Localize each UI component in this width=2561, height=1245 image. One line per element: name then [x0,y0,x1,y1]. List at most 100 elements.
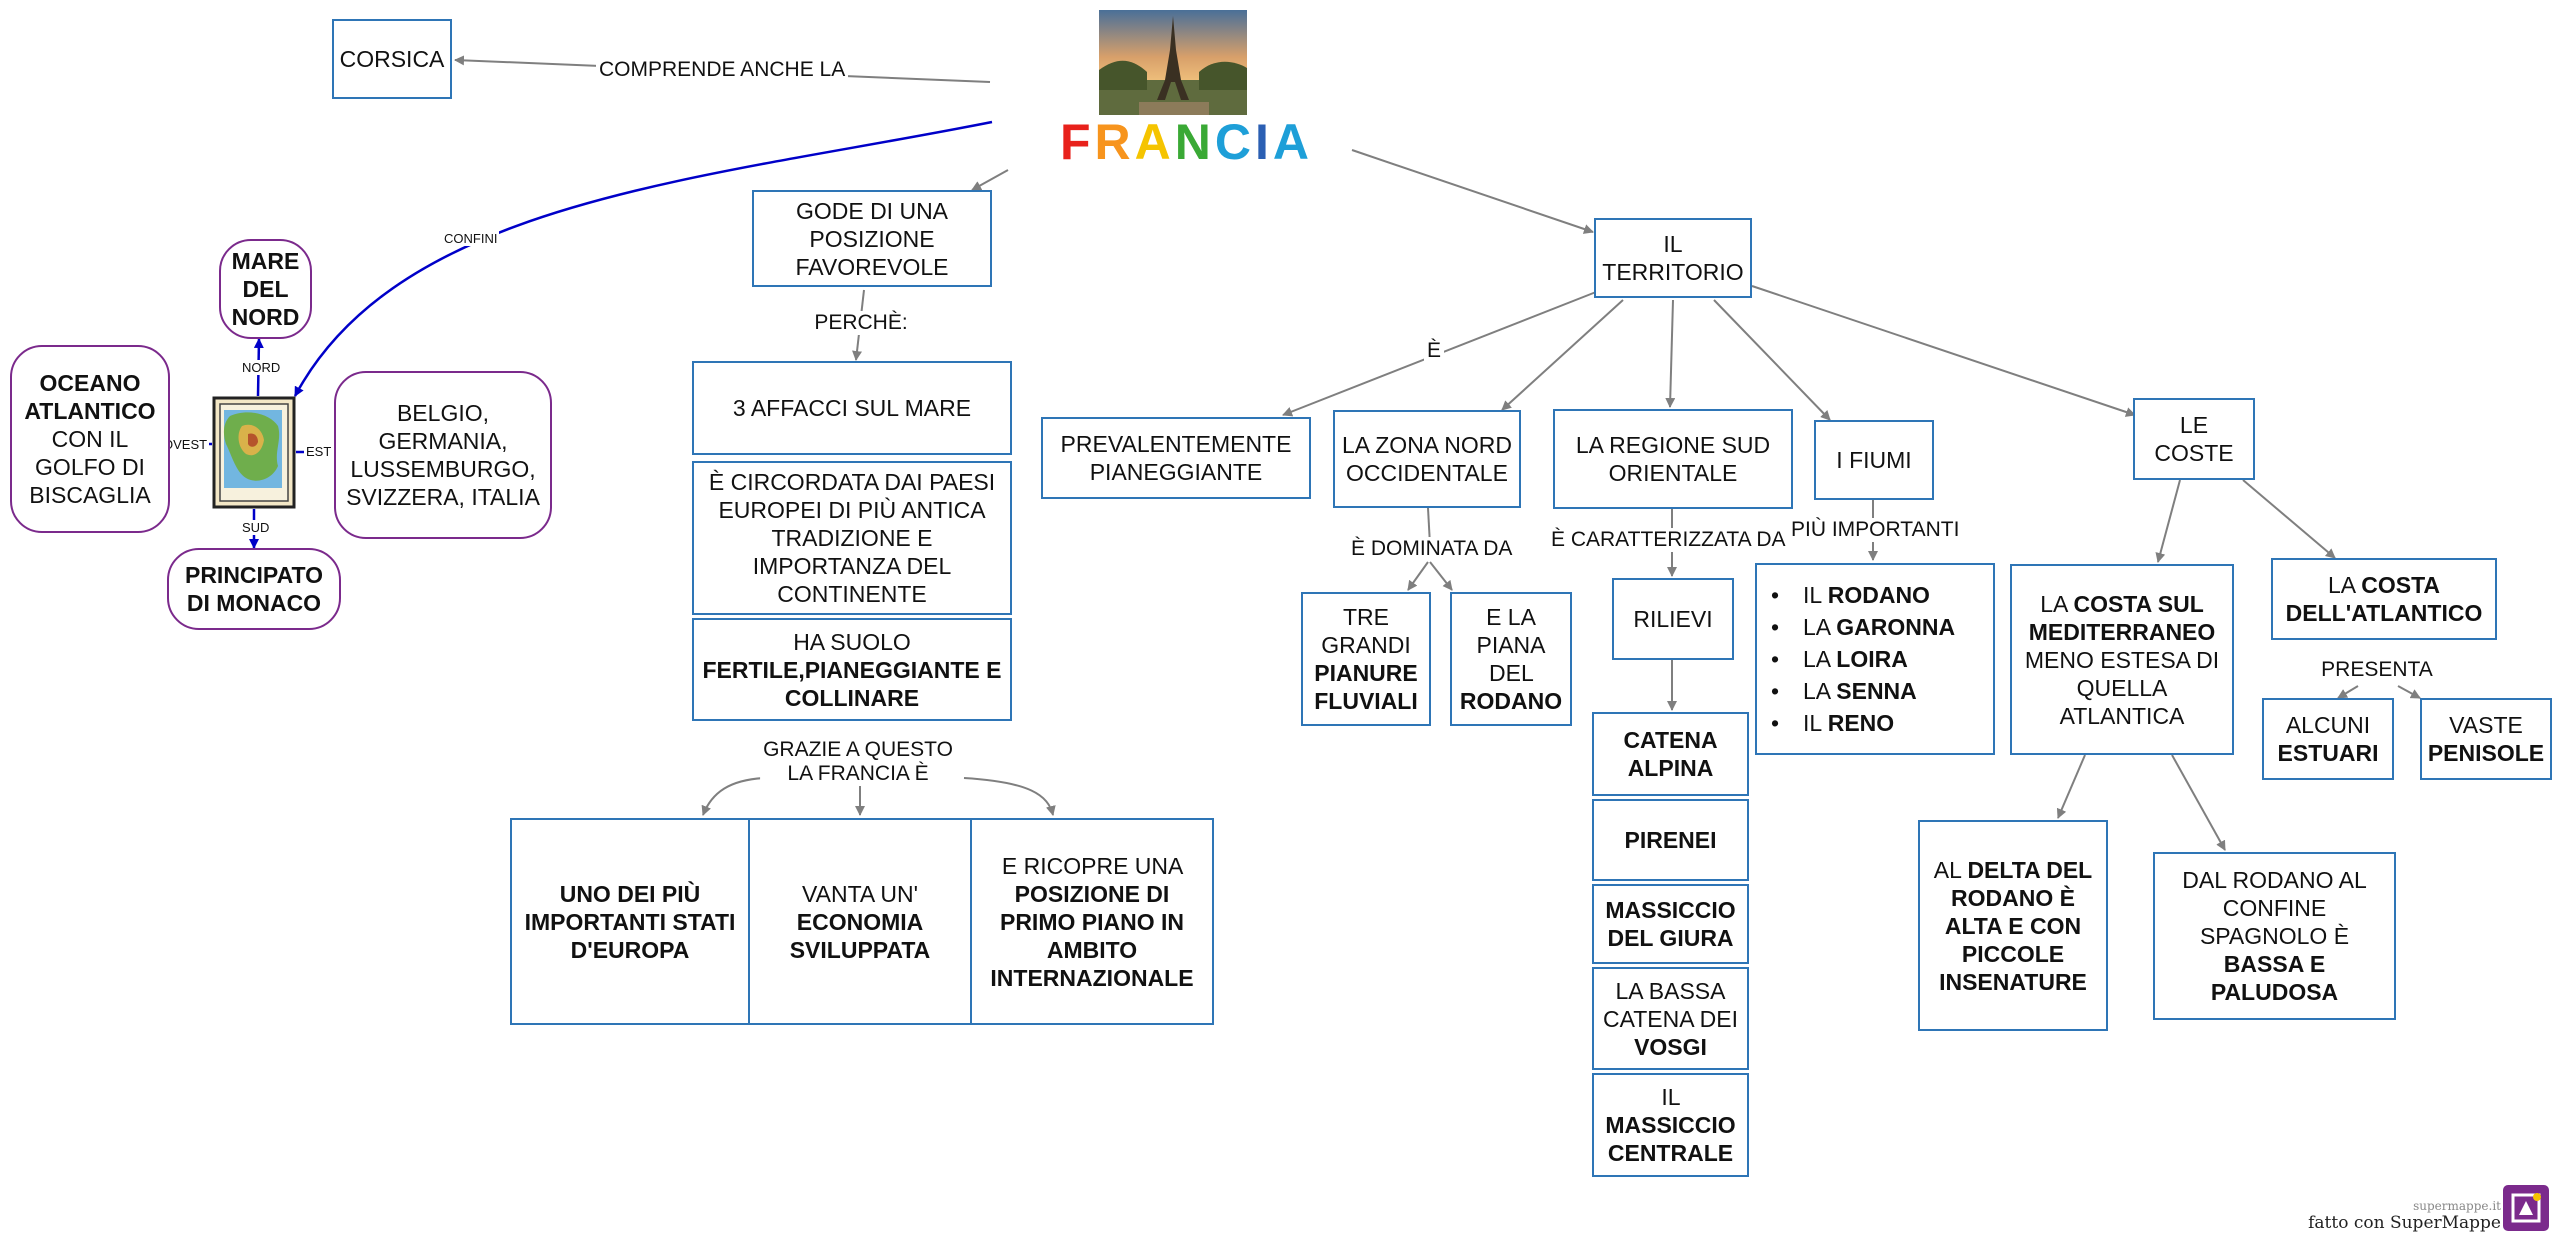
link-label-dominata: È DOMINATA DA [1348,537,1516,561]
node-sud-orientale[interactable]: LA REGIONE SUD ORIENTALE [1553,409,1793,509]
link-atlantico [2242,479,2336,559]
node-costa-atlantico[interactable]: LA COSTA DELL'ATLANTICO [2271,558,2497,640]
footer-site: supermappe.it [2413,1199,2501,1213]
node-penisole[interactable]: VASTE PENISOLE [2420,698,2552,780]
node-circondata[interactable]: È CIRCORDATA DAI PAESI EUROPEI DI PIÙ AN… [692,461,1012,615]
node-giura[interactable]: MASSICCIO DEL GIURA [1592,884,1749,964]
river-item: IL RENO [1763,707,1955,739]
node-pianeggiante[interactable]: PREVALENTEMENTE PIANEGGIANTE [1041,417,1311,499]
node-delta-rodano[interactable]: AL DELTA DEL RODANO È ALTA E CON PICCOLE… [1918,820,2108,1031]
atlantico-label: LA COSTA DELL'ATLANTICO [2285,572,2483,626]
node-corsica[interactable]: CORSICA [332,19,452,99]
node-catena-alpina[interactable]: CATENA ALPINA [1592,712,1749,796]
economia-label: VANTA UN' ECONOMIA SVILUPPATA [789,880,931,963]
nord-occ-label: LA ZONA NORD OCCIDENTALE [1342,432,1512,486]
node-posizione-favorevole[interactable]: GODE DI UNA POSIZIONE FAVOREVOLE [752,190,992,287]
circondata-label: È CIRCORDATA DAI PAESI EUROPEI DI PIÙ AN… [708,469,996,607]
link-penisole [2397,685,2421,699]
compass-sud: SUD [240,520,272,535]
mediterraneo-label: LA COSTA SUL MEDITERRANEO MENO ESTESA DI… [2024,590,2220,729]
footer-made: fatto con SuperMappe [2308,1213,2501,1233]
link-territorio [1351,149,1594,234]
stati-label: UNO DEI PIÙ IMPORTANTI STATI D'EUROPA [524,880,736,963]
node-nord-occidentale[interactable]: LA ZONA NORD OCCIDENTALE [1333,410,1521,508]
title-letter: C [1214,114,1255,170]
link-estuari [2337,685,2359,699]
node-ricopre[interactable]: E RICOPRE UNA POSIZIONE DI PRIMO PIANO I… [970,818,1214,1025]
compass-nord: NORD [240,360,283,375]
node-rodano-confine[interactable]: DAL RODANO AL CONFINE SPAGNOLO È BASSA E… [2153,852,2396,1020]
title-letter: N [1174,114,1215,170]
node-coste[interactable]: LE COSTE [2133,398,2255,480]
affacci-label: 3 AFFACCI SUL MARE [732,395,972,421]
link-nord-occ [1501,299,1624,411]
corsica-label: CORSICA [339,46,445,72]
node-costa-mediterraneo[interactable]: LA COSTA SUL MEDITERRANEO MENO ESTESA DI… [2010,564,2234,755]
vosgi-label: LA BASSA CATENA DEI VOSGI [1602,977,1739,1060]
node-estuari[interactable]: ALCUNI ESTUARI [2262,698,2394,780]
node-stati-europa[interactable]: UNO DEI PIÙ IMPORTANTI STATI D'EUROPA [510,818,750,1025]
estuari-label: ALCUNI ESTUARI [2277,712,2379,766]
link-sud-or [1665,299,1676,408]
title-letter: A [1272,114,1313,170]
link-label-e: È [1424,339,1445,363]
posizione-label: GODE DI UNA POSIZIONE FAVOREVOLE [795,197,949,280]
link-label-piu-importanti: PIÙ IMPORTANTI [1788,518,1963,542]
node-paesi-confinanti[interactable]: BELGIO, GERMANIA, LUSSEMBURGO, SVIZZERA,… [334,371,552,539]
link-label-presenta: PRESENTA [2318,658,2436,682]
tre-grandi-label: TRE GRANDI PIANURE FLUVIALI [1314,604,1418,714]
catena-label: CATENA ALPINA [1623,727,1718,781]
link-mediterraneo [2155,479,2181,563]
link-coste [1751,285,2136,417]
pianeggiante-label: PREVALENTEMENTE PIANEGGIANTE [1060,431,1292,485]
rilievi-label: RILIEVI [1633,606,1713,632]
node-pirenei[interactable]: PIRENEI [1592,799,1749,881]
pirenei-label: PIRENEI [1624,827,1717,853]
territorio-label: IL TERRITORIO [1602,231,1744,285]
francia-title: FRANCIA [1060,112,1309,172]
coste-label: LE COSTE [2154,412,2234,466]
link-delta [2056,754,2086,819]
node-territorio[interactable]: IL TERRITORIO [1594,218,1752,298]
node-massiccio-centrale[interactable]: IL MASSICCIO CENTRALE [1592,1073,1749,1177]
oceano-label: OCEANO ATLANTICO CON IL GOLFO DI BISCAGL… [24,370,156,508]
node-tre-grandi[interactable]: TRE GRANDI PIANURE FLUVIALI [1301,592,1431,726]
link-grazie-left [701,777,765,816]
river-item: IL RODANO [1763,579,1955,611]
rodano-confine-label: DAL RODANO AL CONFINE SPAGNOLO È BASSA E… [2182,867,2367,1005]
river-item: LA SENNA [1763,675,1955,707]
title-letter: I [1254,114,1273,170]
compass-ovest: OVEST [161,437,210,452]
title-letter: A [1134,114,1175,170]
title-letter: R [1094,114,1135,170]
link-tre-grandi [1407,561,1429,591]
compass-est: EST [304,444,334,459]
node-mare-del-nord[interactable]: MARE DEL NORD [219,239,312,339]
sud-or-label: LA REGIONE SUD ORIENTALE [1575,432,1771,486]
node-fiumi[interactable]: I FIUMI [1814,420,1934,500]
map-icon [212,396,296,509]
node-principato-monaco[interactable]: PRINCIPATO DI MONACO [167,548,341,630]
node-suolo[interactable]: HA SUOLO FERTILE,PIANEGGIANTE E COLLINAR… [692,618,1012,721]
river-item: LA LOIRA [1763,643,1955,675]
fiumi-label: I FIUMI [1836,447,1912,473]
paesi-label: BELGIO, GERMANIA, LUSSEMBURGO, SVIZZERA,… [346,400,540,510]
mare-del-nord-label: MARE DEL NORD [231,248,300,330]
node-piana-rodano[interactable]: E LA PIANA DEL RODANO [1450,592,1572,726]
centrale-label: IL MASSICCIO CENTRALE [1605,1084,1736,1166]
supermappe-logo-icon[interactable] [2503,1185,2549,1231]
node-rilievi[interactable]: RILIEVI [1612,578,1734,660]
link-fiumi [1713,299,1831,421]
node-affacci[interactable]: 3 AFFACCI SUL MARE [692,361,1012,455]
ricopre-label: E RICOPRE UNA POSIZIONE DI PRIMO PIANO I… [990,852,1194,991]
node-economia[interactable]: VANTA UN' ECONOMIA SVILUPPATA [748,818,972,1025]
river-item: LA GARONNA [1763,611,1955,643]
link-piana [1429,561,1453,591]
node-oceano-atlantico[interactable]: OCEANO ATLANTICO CON IL GOLFO DI BISCAGL… [10,345,170,533]
monaco-label: PRINCIPATO DI MONACO [184,562,323,616]
delta-label: AL DELTA DEL RODANO È ALTA E CON PICCOLE… [1933,856,2093,995]
node-vosgi[interactable]: LA BASSA CATENA DEI VOSGI [1592,967,1749,1070]
